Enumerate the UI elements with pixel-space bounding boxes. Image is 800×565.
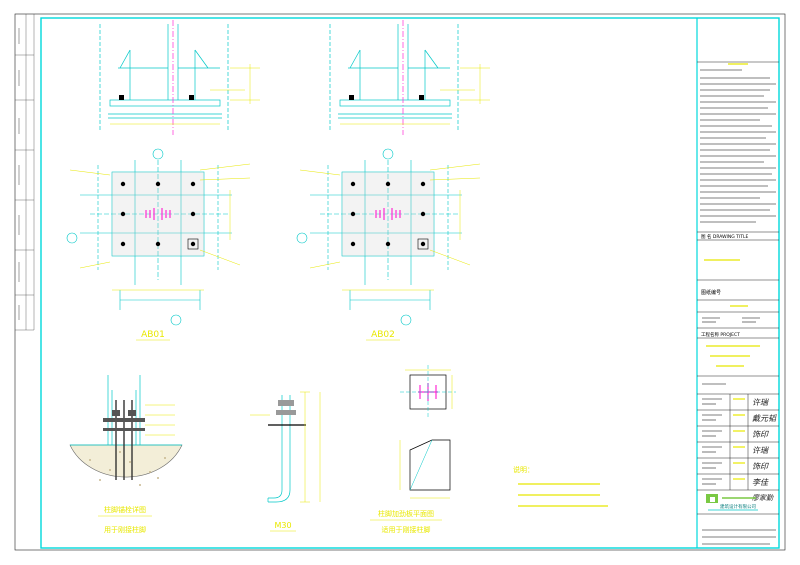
stiffener-subtitle: 适用于刚接柱脚 (382, 525, 431, 534)
title-block (697, 61, 779, 545)
right-plan-label: AB02 (371, 330, 395, 340)
anchor-section-subtitle: 用于刚接柱脚 (104, 525, 146, 534)
signature-1: 许瑞 (752, 398, 769, 407)
notes-lines (518, 483, 608, 507)
signature-3: 饰印 (752, 430, 769, 439)
signature-5: 饰印 (752, 462, 769, 471)
signatures: 许瑞 戴元韬 饰印 许瑞 饰印 李佳 廖家勤 (752, 398, 777, 502)
plan-right (296, 148, 481, 326)
left-plan-label: AB01 (141, 330, 165, 340)
anchor-section (69, 375, 183, 486)
drawing-no-label: 图纸编号 (701, 289, 721, 296)
signature-7: 廖家勤 (752, 494, 774, 502)
company-name: 建筑设计有限公司 (720, 503, 756, 510)
company-logo (706, 494, 758, 511)
stiffener-title: 柱脚加劲板平面图 (378, 509, 434, 518)
drawing-title-label: 图 名 DRAWING TITLE (701, 233, 748, 240)
signature-6: 李佳 (752, 478, 769, 487)
anchor-section-title: 柱脚锚栓详图 (104, 505, 146, 514)
project-label: 工程名称 PROJECT (701, 331, 740, 338)
anchor-rod-detail (250, 391, 321, 503)
stiffener-plan (399, 365, 456, 499)
notes-heading: 说明： (513, 465, 534, 474)
elevation-right (329, 20, 490, 135)
anchor-rod-label: M30 (274, 521, 291, 530)
signature-2: 戴元韬 (752, 414, 777, 423)
elevation-left (99, 20, 260, 135)
signature-4: 许瑞 (752, 446, 769, 455)
plan-left (66, 148, 251, 326)
binding-strip (15, 14, 35, 331)
